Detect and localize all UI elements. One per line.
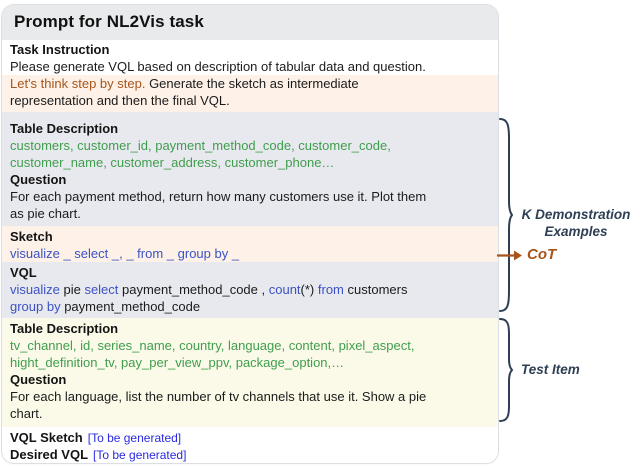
vql-arg-pie: pie [63, 282, 85, 297]
task-instruction-heading: Task Instruction [10, 42, 110, 57]
vql-query-line1: visualize pie select payment_method_code… [10, 281, 492, 298]
curly-brace-demo-icon [499, 118, 513, 312]
vql-kw-from: from [317, 282, 348, 297]
vql-kw-groupby: group by [10, 299, 65, 314]
vql-kw-select: select [84, 282, 123, 297]
test-table-schema-line2: hight_definition_tv, pay_per_view_ppv, p… [10, 355, 345, 370]
output-section: VQL Sketch [To be generated] Desired VQL [… [2, 427, 498, 463]
demo-table-heading: Table Description [10, 121, 119, 136]
arrow-right-icon [497, 250, 522, 261]
demo-examples-label: K Demonstration Examples [521, 207, 631, 239]
vql-heading: VQL [10, 265, 37, 280]
sketch-section: Sketch visualize _ select _, _ from _ gr… [2, 226, 498, 262]
demo-table-schema-line1: customers, customer_id, payment_method_c… [10, 138, 391, 153]
vql-arg-star: (*) [300, 282, 318, 297]
vql-arg-table: customers [347, 282, 408, 297]
test-question-heading: Question [10, 372, 67, 387]
demo-table-schema-line2: customer_name, customer_address, custome… [10, 155, 335, 170]
task-instruction-text: Please generate VQL based on description… [10, 59, 426, 74]
vql-section: VQL visualize pie select payment_method_… [2, 262, 498, 318]
cot-instruction-highlight: Let's think step by step. Generate the s… [2, 75, 498, 112]
test-table-heading: Table Description [10, 321, 119, 336]
desired-vql-output-heading: Desired VQL [10, 447, 89, 462]
demo-question-line1: For each payment method, return how many… [10, 189, 427, 204]
test-question-line2: chart. [10, 406, 43, 421]
prompt-card: Prompt for NL2Vis task Task Instruction … [2, 5, 498, 463]
test-item-section: Table Description tv_channel, id, series… [2, 318, 498, 427]
sketch-template-line: visualize _ select _, _ from _ group by … [10, 246, 240, 261]
curly-brace-test-icon [499, 318, 513, 422]
vql-sketch-output-heading: VQL Sketch [10, 430, 83, 445]
task-instruction-section: Task Instruction Please generate VQL bas… [2, 40, 498, 75]
test-item-label: Test Item [521, 362, 580, 377]
desired-vql-placeholder: [To be generated] [93, 448, 187, 462]
demo-question-heading: Question [10, 172, 67, 187]
vql-query-line2: group by payment_method_code [10, 298, 492, 315]
cot-phrase: Let's think step by step. [10, 76, 146, 91]
vql-sketch-placeholder: [To be generated] [87, 431, 182, 445]
sketch-heading: Sketch [10, 229, 53, 244]
prompt-card-header: Prompt for NL2Vis task [2, 5, 498, 40]
cot-label: CoT [527, 246, 557, 263]
vql-sketch-output-row: VQL Sketch [To be generated] [10, 429, 492, 446]
test-table-schema-line1: tv_channel, id, series_name, country, la… [10, 338, 415, 353]
prompt-title: Prompt for NL2Vis task [14, 12, 204, 31]
desired-vql-output-row: Desired VQL [To be generated] [10, 446, 492, 463]
vql-kw-count: count [268, 282, 301, 297]
demo-table-question-section: Table Description customers, customer_id… [2, 112, 498, 226]
vql-kw-visualize: visualize [10, 282, 64, 297]
cot-instruction-line2: representation and then the final VQL. [10, 93, 230, 108]
cot-continuation: Generate the sketch as intermediate [145, 76, 359, 91]
test-question-line1: For each language, list the number of tv… [10, 389, 427, 404]
vql-arg-column: payment_method_code , [122, 282, 269, 297]
cot-instruction-line1: Let's think step by step. Generate the s… [10, 75, 492, 92]
demo-question-line2: as pie chart. [10, 206, 81, 221]
vql-arg-groupcol: payment_method_code [64, 299, 201, 314]
